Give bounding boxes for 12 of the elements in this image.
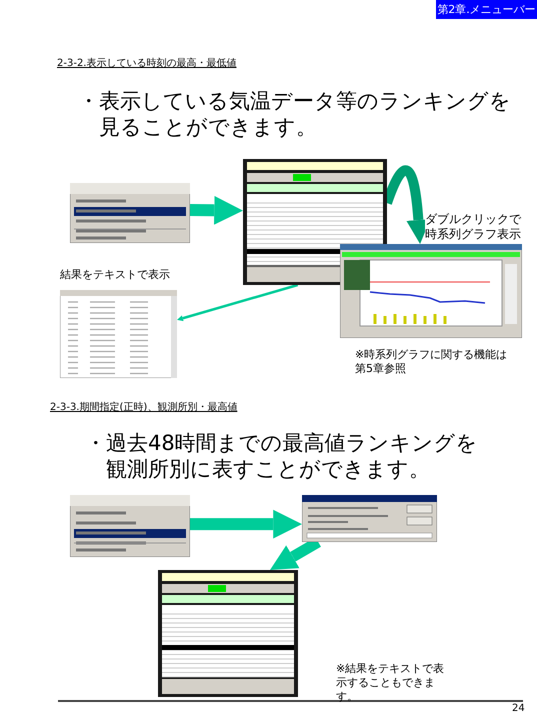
arrow xyxy=(190,196,243,225)
arrow xyxy=(190,510,302,539)
arrow xyxy=(177,284,298,322)
note-text: 結果をテキストで表示 xyxy=(60,268,171,282)
section-heading: 2-3-2.表示している時刻の最高・最低値 xyxy=(57,58,236,70)
section-heading: 2-3-3.期間指定(正時)、観測所別・最高値 xyxy=(50,402,238,414)
page-number: 24 xyxy=(512,703,525,716)
bullet-text: ・表示している気温データ等のランキングを見ることができます。 xyxy=(78,88,512,140)
bullet-text: ・過去48時間までの最高値ランキングを観測所別に表すことができます。 xyxy=(85,430,479,482)
note-text: ※時系列グラフに関する機能は第5章参照 xyxy=(355,348,508,376)
note-text: ※結果をテキストで表示することもできます。 xyxy=(336,662,446,704)
chapter-tab: 第2章.メニューバー xyxy=(436,0,537,19)
